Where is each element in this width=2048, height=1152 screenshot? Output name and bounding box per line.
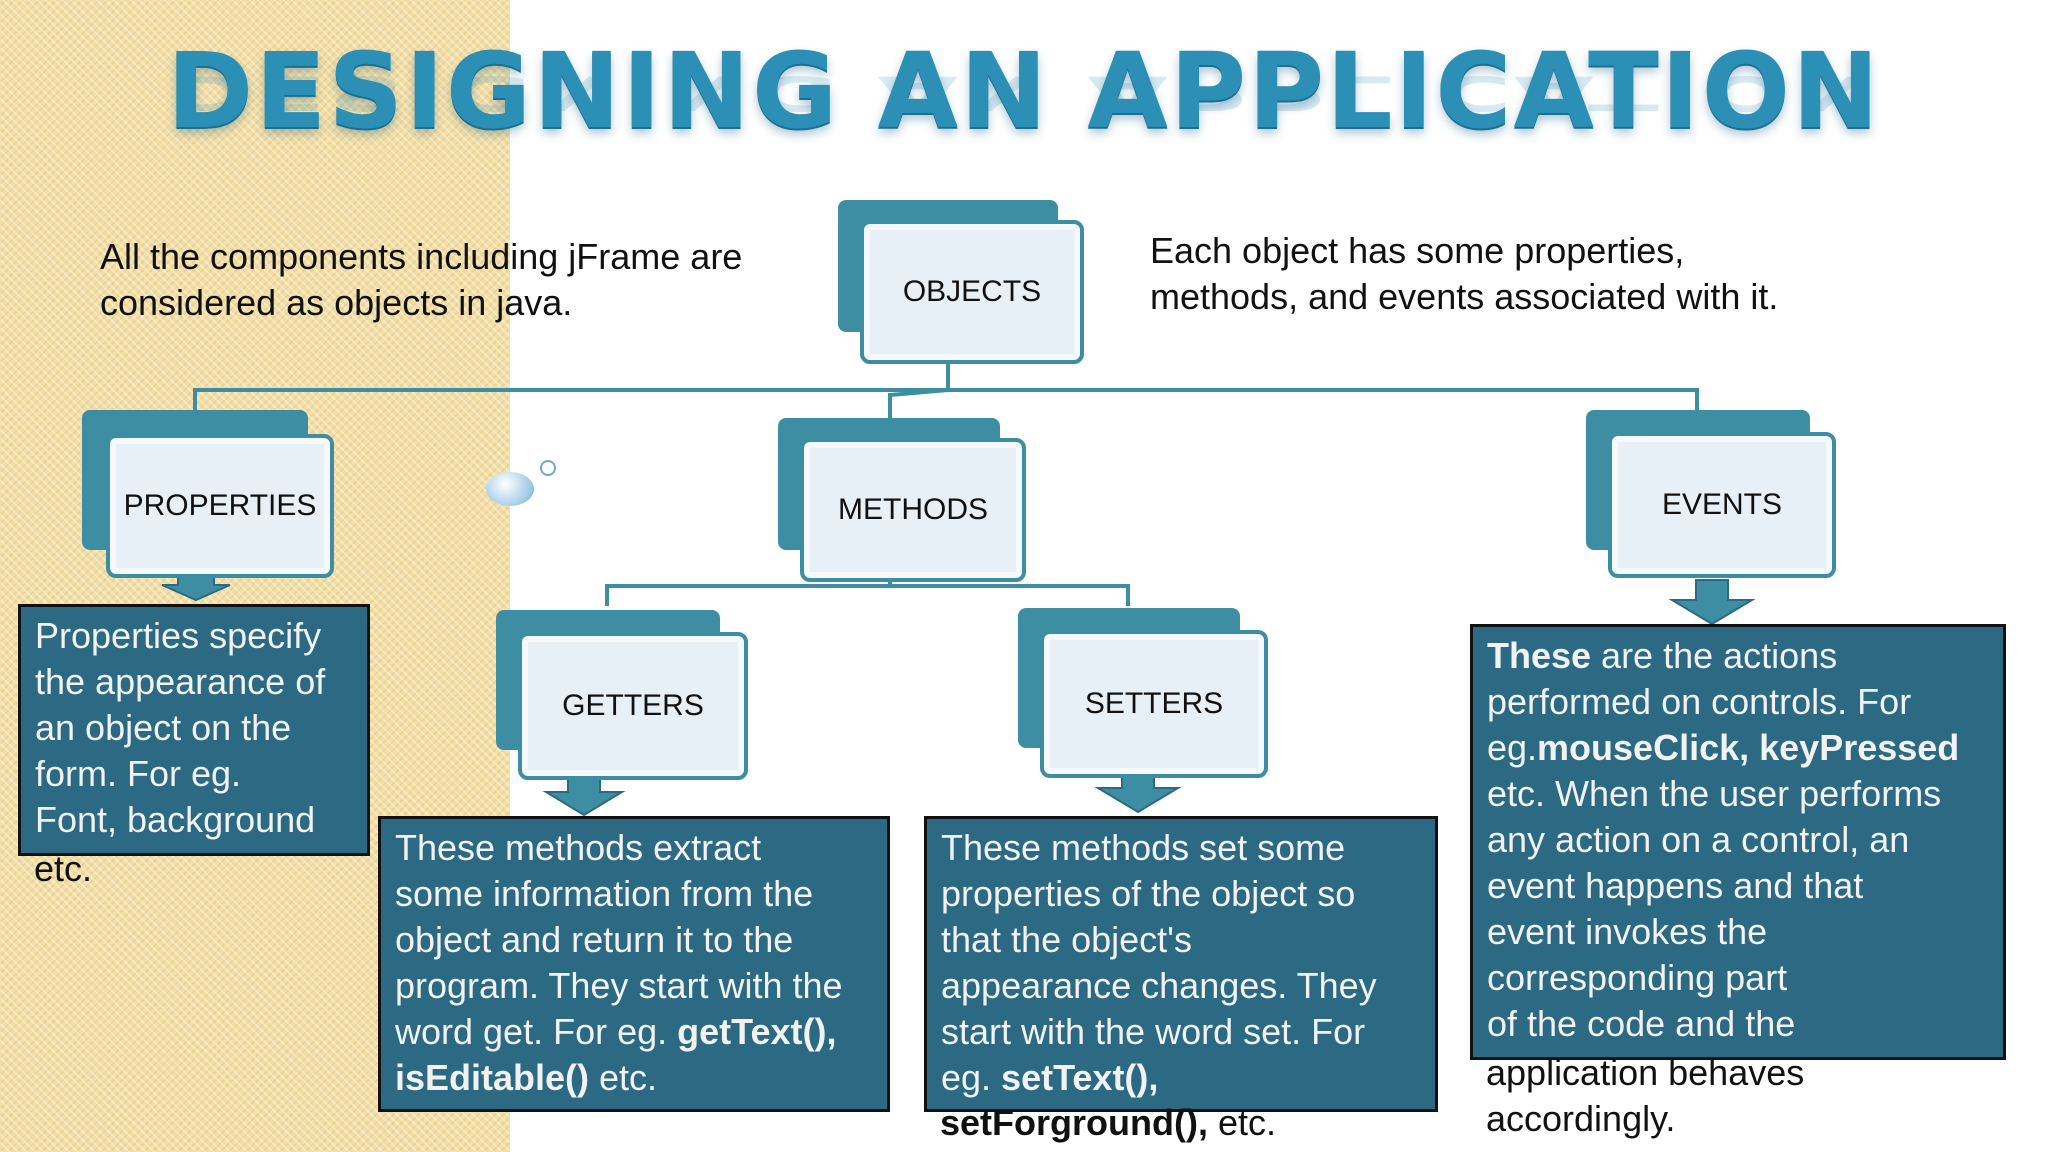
node-getters-label: GETTERS — [518, 632, 748, 780]
node-events-label: EVENTS — [1608, 432, 1836, 578]
events-description-overflow: application behaves accordingly. — [1486, 1052, 1805, 1139]
setters-description-overflow: setForground(), etc. — [940, 1102, 1276, 1143]
decorative-bubble-small — [540, 460, 556, 476]
intro-right-text: Each object has some properties, methods… — [1150, 230, 1779, 317]
node-methods-label: METHODS — [800, 438, 1026, 582]
node-properties-label: PROPERTIES — [106, 434, 334, 578]
node-setters-label: SETTERS — [1040, 630, 1268, 778]
decorative-bubble — [486, 472, 534, 506]
events-description: These are the actions performed on contr… — [1470, 624, 2006, 1060]
setters-description: These methods set some properties of the… — [924, 816, 1438, 1112]
getters-description: These methods extract some information f… — [378, 816, 890, 1112]
intro-left-text: All the components including jFrame are … — [100, 236, 743, 323]
properties-description-overflow: etc. — [34, 848, 93, 889]
node-objects-label: OBJECTS — [860, 220, 1084, 364]
properties-description: Properties specify the appearance of an … — [18, 604, 370, 856]
page-title: DESIGNING AN APPLICATION — [166, 30, 1882, 152]
